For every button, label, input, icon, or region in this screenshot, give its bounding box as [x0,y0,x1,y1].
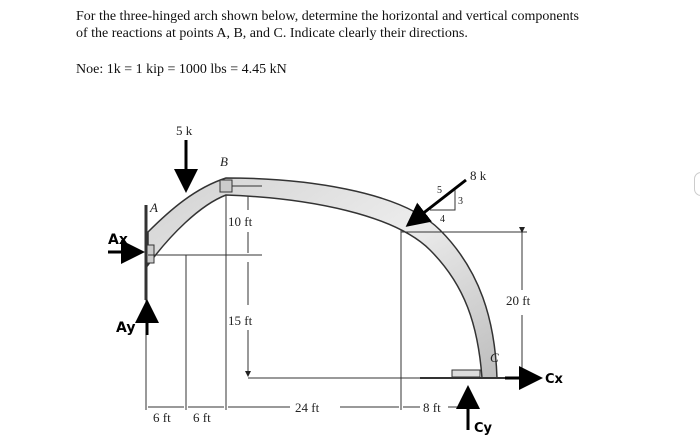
problem-statement: For the three-hinged arch shown below, d… [76,8,636,42]
arch-member [147,177,498,379]
ay-label: Ay [116,320,135,336]
point-c-label: C [490,350,499,365]
hinge-b [219,179,233,193]
hinge-c [451,369,481,378]
load-8k-arrow [405,178,467,227]
dim-8ft: 8 ft [423,400,441,415]
dim-10ft: 10 ft [228,214,253,229]
statement-line-2: of the reactions at points A, B, and C. … [76,26,468,41]
unit-note: Noe: 1k = 1 kip = 1000 lbs = 4.45 kN [76,62,287,77]
load-5k-label: 5 k [176,123,193,138]
dim-6ft-2: 6 ft [193,410,211,425]
dim-6ft-1: 6 ft [153,410,171,425]
dim-20ft: 20 ft [506,293,531,308]
svg-text:4: 4 [440,214,445,225]
cy-label: Cy [474,421,493,436]
scroll-handle[interactable] [694,172,700,196]
hinge-a [146,244,155,264]
cx-label: Cx [545,372,564,387]
point-a-label: A [149,200,158,215]
svg-text:5: 5 [437,185,442,196]
point-b-label: B [220,154,228,169]
ax-label: Ax [108,232,128,248]
load-8k-label: 8 k [470,168,487,183]
dim-15ft: 15 ft [228,313,253,328]
statement-line-1: For the three-hinged arch shown below, d… [76,9,579,24]
slope-triangle [430,190,456,211]
dim-24ft: 24 ft [295,400,320,415]
svg-text:3: 3 [458,196,463,207]
